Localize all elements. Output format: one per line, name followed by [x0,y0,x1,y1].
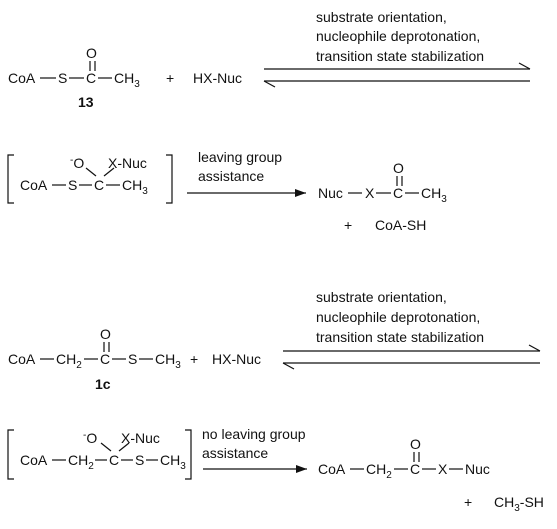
left-bracket [7,154,14,204]
no-assist-label-line-1: no leaving group [202,426,306,442]
sulfur-text: S [135,452,144,468]
sulfur-text: S [68,177,77,193]
scheme2-nucleophile: HX-Nuc [212,351,261,367]
scheme2-tetrahedral-intermediate: -O X-Nuc CoA CH2 C S CH3 [7,429,192,480]
coa-text: CoA [20,452,48,468]
carbon-text: C [94,177,104,193]
coa-text: CoA [8,351,36,367]
methylene-text: CH2 [68,452,94,472]
scheme1-condition-line-3: transition state stabilization [316,48,484,64]
scheme2-byproduct: CH3-SH [494,494,544,514]
scheme1-byproduct-plus: + [344,217,352,233]
carbonyl-carbon-text: C [86,70,96,86]
coa-text: CoA [318,461,346,477]
scheme2-byproduct-plus: + [464,494,472,510]
x-nuc-text: X-Nuc [108,155,147,171]
methylene-text: CH2 [366,461,392,481]
x-text: X [438,461,448,477]
scheme1-tetrahedral-intermediate: -O X-Nuc CoA S C CH3 [7,154,173,204]
carbonyl-oxygen-text: O [100,326,111,342]
scheme2-plus: + [190,351,198,367]
coa-text: CoA [8,70,36,86]
scheme2-condition-line-3: transition state stabilization [316,329,484,345]
methyl-text: CH3 [155,351,181,371]
scheme2-forward-arrow [203,465,307,473]
scheme2-equilibrium-arrow [282,344,541,370]
scheme1-equilibrium-arrow [263,62,531,88]
methyl-text: CH3 [160,452,186,472]
scheme1-nucleophile: HX-Nuc [193,70,242,86]
scheme2-condition-line-2: nucleophile deprotonation, [316,309,480,325]
scheme2-product: CoA CH2 C O X Nuc [318,436,490,481]
scheme1-product: Nuc X C O CH3 [318,160,447,205]
scheme1-forward-arrow [187,189,306,197]
sulfur-text: S [58,70,67,86]
methyl-text: CH3 [114,70,140,90]
right-bracket [185,429,192,480]
methylene-text: CH2 [56,351,82,371]
scheme1-plus: + [166,70,174,86]
scheme2-substrate-1c: CoA CH2 C O S CH3 1c [8,326,181,392]
assist-label-line-2: assistance [198,168,264,184]
scheme1-substrate-13: CoA S C O CH3 13 [8,45,140,110]
scheme1-condition-line-2: nucleophile deprotonation, [316,28,480,44]
carbonyl-carbon-text: C [393,185,403,201]
x-text: X [365,185,375,201]
carbonyl-oxygen-text: O [410,436,421,452]
scheme-1: substrate orientation, nucleophile depro… [7,9,531,233]
left-bracket [7,429,14,480]
x-nuc-text: X-Nuc [121,430,160,446]
carbonyl-oxygen-text: O [86,45,97,61]
compound-label-13: 13 [78,94,94,110]
sulfur-text: S [128,351,137,367]
carbonyl-carbon-text: C [410,461,420,477]
methyl-text: CH3 [421,185,447,205]
scheme-2: substrate orientation, nucleophile depro… [7,289,544,514]
right-bracket [166,154,173,204]
compound-label-1c: 1c [95,376,111,392]
scheme1-condition-line-1: substrate orientation, [316,9,447,25]
assist-label-line-1: leaving group [198,149,282,165]
coa-text: CoA [20,177,48,193]
nuc-text: Nuc [318,185,343,201]
methyl-text: CH3 [122,177,148,197]
oxygen-anion-text: -O [83,430,97,446]
no-assist-label-line-2: assistance [202,445,268,461]
scheme2-condition-line-1: substrate orientation, [316,289,447,305]
carbonyl-oxygen-text: O [393,160,404,176]
scheme1-byproduct: CoA-SH [375,217,426,233]
carbon-text: C [109,452,119,468]
oxygen-anion-text: -O [70,155,84,171]
carbonyl-carbon-text: C [100,351,110,367]
nuc-text: Nuc [465,461,490,477]
